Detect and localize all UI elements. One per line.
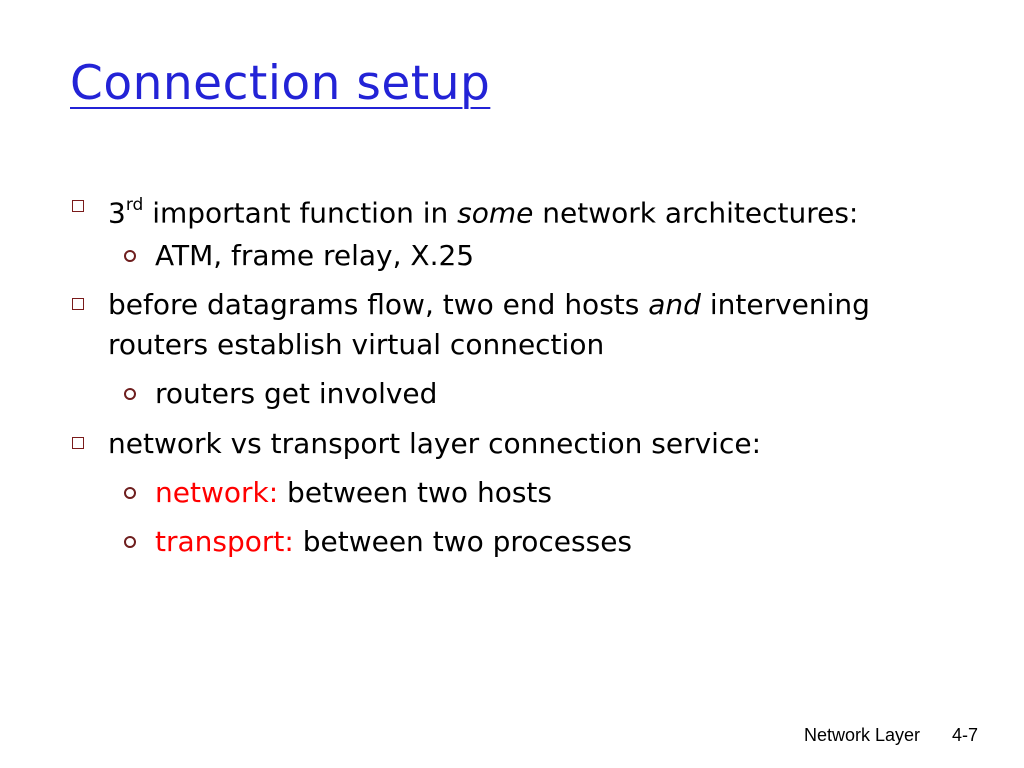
highlight-term: transport: (155, 525, 294, 558)
bullet-text: important function in (143, 196, 458, 230)
square-bullet-icon (72, 200, 84, 212)
footer-page-number: 4-7 (951, 725, 978, 745)
bullet-important-function: 3rd important function in some network a… (72, 187, 859, 233)
bullet-network-vs-transport: network vs transport layer connection se… (72, 424, 761, 464)
bullet-italic-text: some (457, 196, 534, 230)
slide-title: Connection setup (70, 56, 491, 111)
subbullet-routers-involved: routers get involved (124, 374, 438, 414)
ordinal-suffix: rd (125, 195, 144, 215)
subbullet-text: ATM, frame relay, X.25 (155, 239, 475, 272)
bullet-text: network architectures: (533, 196, 859, 230)
subbullet-network: network: between two hosts (124, 473, 552, 513)
circle-bullet-icon (124, 487, 136, 499)
subbullet-text: routers get involved (155, 377, 438, 410)
subbullet-text: between two processes (293, 525, 633, 558)
circle-bullet-icon (124, 250, 136, 262)
bullet-text: before datagrams flow, two end hosts (108, 288, 649, 321)
ordinal-number: 3 (108, 196, 126, 230)
footer-section-label: Network Layer (803, 725, 920, 745)
highlight-term: network: (155, 476, 279, 509)
bullet-before-datagrams: before datagrams flow, two end hosts and… (72, 285, 870, 325)
subbullet-transport: transport: between two processes (124, 522, 633, 562)
bullet-text: intervening (700, 288, 870, 321)
square-bullet-icon (72, 298, 84, 310)
subbullet-text: between two hosts (278, 476, 552, 509)
square-bullet-icon (72, 437, 84, 449)
subbullet-examples: ATM, frame relay, X.25 (124, 236, 475, 276)
bullet-text: routers establish virtual connection (108, 328, 605, 361)
circle-bullet-icon (124, 388, 136, 400)
bullet-italic-text: and (648, 288, 701, 321)
circle-bullet-icon (124, 536, 136, 548)
bullet-before-datagrams-continued: routers establish virtual connection (108, 325, 604, 365)
bullet-text: network vs transport layer connection se… (108, 427, 761, 460)
